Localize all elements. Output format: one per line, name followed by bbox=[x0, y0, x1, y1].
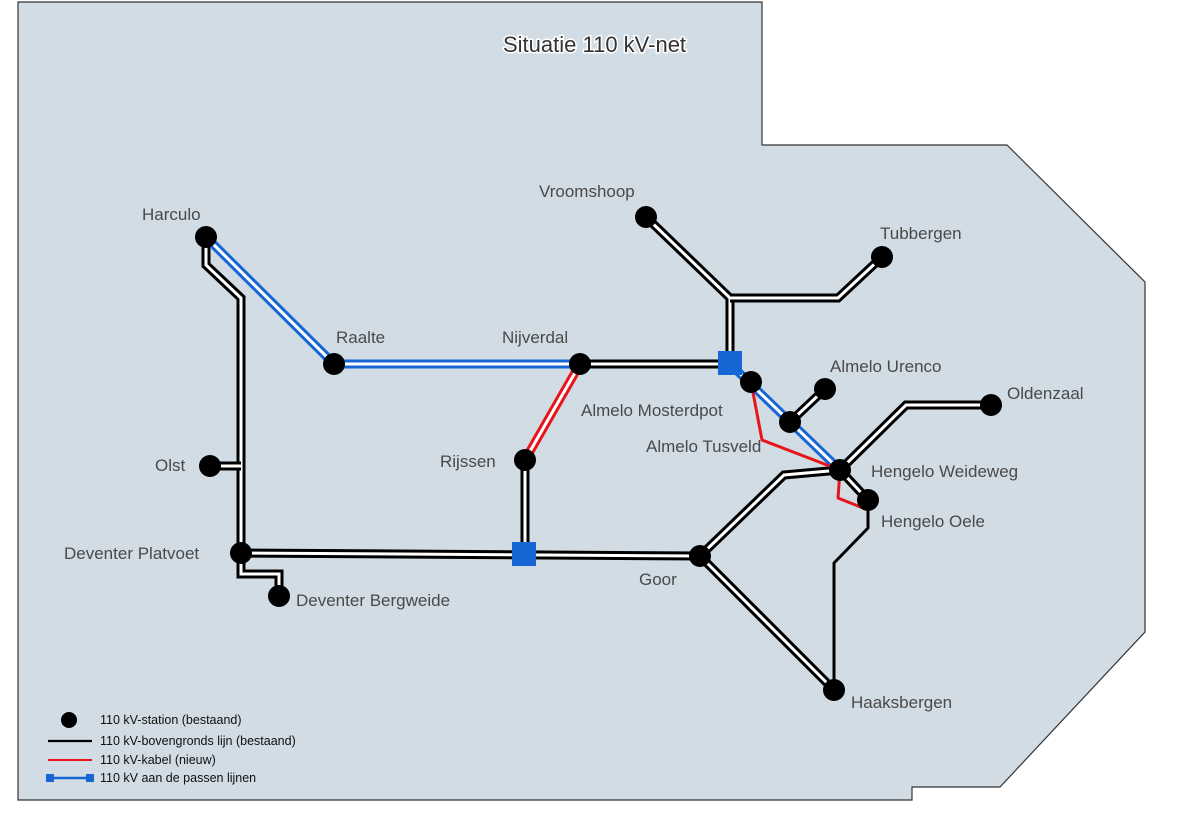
label-almelo-mosterdpot: Almelo Mosterdpot bbox=[581, 401, 723, 420]
line-junction-tubbergen-inner bbox=[730, 255, 884, 300]
station-dot-raalte[interactable] bbox=[323, 353, 345, 375]
station-dot-rijssen[interactable] bbox=[514, 449, 536, 471]
legend-adapted-text: 110 kV aan de passen lijnen bbox=[100, 771, 256, 785]
line-goor-haaksbergen-inner bbox=[698, 554, 836, 692]
adapted-harculo-raalte-inner bbox=[204, 235, 336, 366]
label-goor: Goor bbox=[639, 570, 677, 589]
line-harculo-deventer-inner bbox=[204, 237, 243, 553]
legend-station-text: 110 kV-station (bestaand) bbox=[100, 713, 242, 727]
station-dot-harculo[interactable] bbox=[195, 226, 217, 248]
label-vroomshoop: Vroomshoop bbox=[539, 182, 635, 201]
line-oldenzaal-weideweg-inner bbox=[838, 403, 991, 472]
station-dot-nijverdal[interactable] bbox=[569, 353, 591, 375]
label-oldenzaal: Oldenzaal bbox=[1007, 384, 1084, 403]
line-oele-haaksbergen bbox=[832, 500, 870, 690]
overhead-lines bbox=[201, 213, 991, 694]
map-title: Situatie 110 kV-net bbox=[503, 32, 686, 57]
legend-station-symbol bbox=[61, 712, 77, 728]
region-area bbox=[17, 1, 1146, 801]
adapted-node-square-rijssen-south bbox=[512, 542, 536, 566]
cable-nijverdal-rijssen-inner bbox=[523, 363, 582, 461]
station-dot-hengelo-weideweg[interactable] bbox=[829, 459, 851, 481]
station-dot-goor[interactable] bbox=[689, 545, 711, 567]
legend-adapted-square-right bbox=[86, 774, 94, 782]
label-raalte: Raalte bbox=[336, 328, 385, 347]
label-tubbergen: Tubbergen bbox=[880, 224, 962, 243]
label-almelo-urenco: Almelo Urenco bbox=[830, 357, 942, 376]
station-labels: Harculo Raalte Nijverdal Vroomshoop Tubb… bbox=[64, 182, 1084, 712]
label-olst: Olst bbox=[155, 456, 186, 475]
label-nijverdal: Nijverdal bbox=[502, 328, 568, 347]
label-haaksbergen: Haaksbergen bbox=[851, 693, 952, 712]
label-deventer-platvoet: Deventer Platvoet bbox=[64, 544, 199, 563]
station-dot-hengelo-oele[interactable] bbox=[857, 489, 879, 511]
station-dot-almelo-mosterdpot[interactable] bbox=[740, 371, 762, 393]
stations bbox=[195, 206, 1002, 701]
cable-mosterdpot-weideweg bbox=[749, 381, 841, 472]
station-dot-oldenzaal[interactable] bbox=[980, 394, 1002, 416]
station-dot-deventer-bergweide[interactable] bbox=[268, 585, 290, 607]
station-dot-almelo-urenco[interactable] bbox=[814, 378, 836, 400]
station-dot-olst[interactable] bbox=[199, 455, 221, 477]
line-weideweg-goor-inner bbox=[698, 468, 841, 558]
legend-adapted-square-left bbox=[46, 774, 54, 782]
label-rijssen: Rijssen bbox=[440, 452, 496, 471]
label-hengelo-weideweg: Hengelo Weideweg bbox=[871, 462, 1018, 481]
station-dot-tubbergen[interactable] bbox=[871, 246, 893, 268]
label-harculo: Harculo bbox=[142, 205, 201, 224]
station-dot-haaksbergen[interactable] bbox=[823, 679, 845, 701]
station-dot-vroomshoop[interactable] bbox=[635, 206, 657, 228]
station-dot-deventer-platvoet[interactable] bbox=[230, 542, 252, 564]
label-almelo-tusveld: Almelo Tusveld bbox=[646, 437, 761, 456]
legend: 110 kV-station (bestaand) 110 kV-bovengr… bbox=[46, 712, 296, 785]
line-deventer-goor-inner bbox=[240, 551, 701, 558]
station-dot-almelo-tusveld[interactable] bbox=[779, 411, 801, 433]
legend-cable-text: 110 kV-kabel (nieuw) bbox=[100, 753, 216, 767]
adapted-node-square-nijverdal-east bbox=[718, 351, 742, 375]
label-hengelo-oele: Hengelo Oele bbox=[881, 512, 985, 531]
legend-overhead-text: 110 kV-bovengronds lijn (bestaand) bbox=[100, 734, 296, 748]
label-deventer-bergweide: Deventer Bergweide bbox=[296, 591, 450, 610]
